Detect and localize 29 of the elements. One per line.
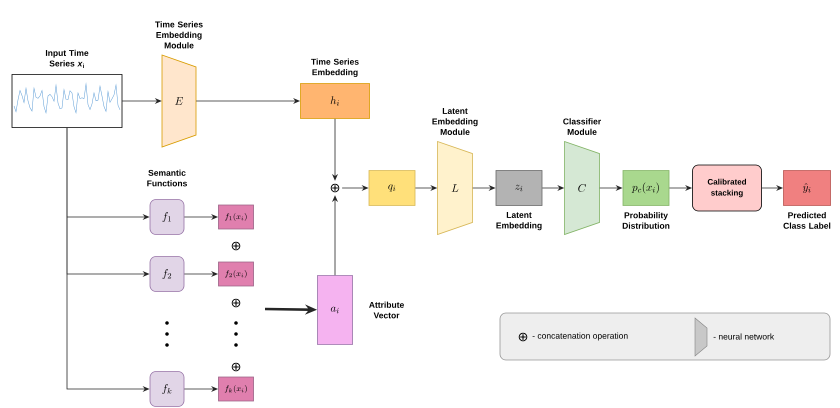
- heading: Time Series Embedding: [311, 58, 359, 77]
- embedding-box: $h_i$: [300, 83, 370, 119]
- embedding-box: $z_i$: [496, 170, 542, 206]
- heading: Semantic Functions: [147, 170, 187, 186]
- process-box: $f_1$: [150, 199, 184, 235]
- embedding-box: $q_i$: [368, 170, 416, 206]
- process-box: $f_2$: [150, 256, 184, 292]
- concatenation-symbol: ⊕: [330, 184, 340, 192]
- heading: Time Series Embedding Module: [155, 21, 203, 48]
- embedding-box: $a_i$: [317, 275, 353, 345]
- concatenation-symbol: ⊕: [232, 298, 240, 308]
- process-box: Calibrated stacking: [692, 164, 762, 212]
- heading: Predicted Class Label: [784, 212, 830, 229]
- heading: Probability Distribution: [622, 212, 670, 229]
- heading: Classifier Module: [563, 118, 602, 135]
- heading: Latent Embedding Module: [432, 108, 478, 135]
- output-box: $f_k(x_i)$: [218, 376, 254, 402]
- output-box: $f_2(x_i)$: [218, 262, 254, 286]
- embedding-box: $p_c(x_i)$: [622, 170, 670, 206]
- concatenation-symbol: ⊕: [232, 242, 240, 250]
- output-box: $f_1(x_i)$: [218, 204, 254, 230]
- process-box: $f_k$: [150, 371, 184, 407]
- heading: Attribute Vector: [369, 302, 404, 318]
- heading: Input Time Series x$_{i}$: [46, 50, 88, 68]
- legend-text: - concatenation operation: [532, 332, 628, 340]
- legend-text: - neural network: [714, 333, 774, 340]
- heading: Latent Embedding: [496, 212, 542, 230]
- embedding-box: $\hat{y}_i$: [783, 170, 831, 206]
- concatenation-symbol: ⊕: [518, 332, 528, 342]
